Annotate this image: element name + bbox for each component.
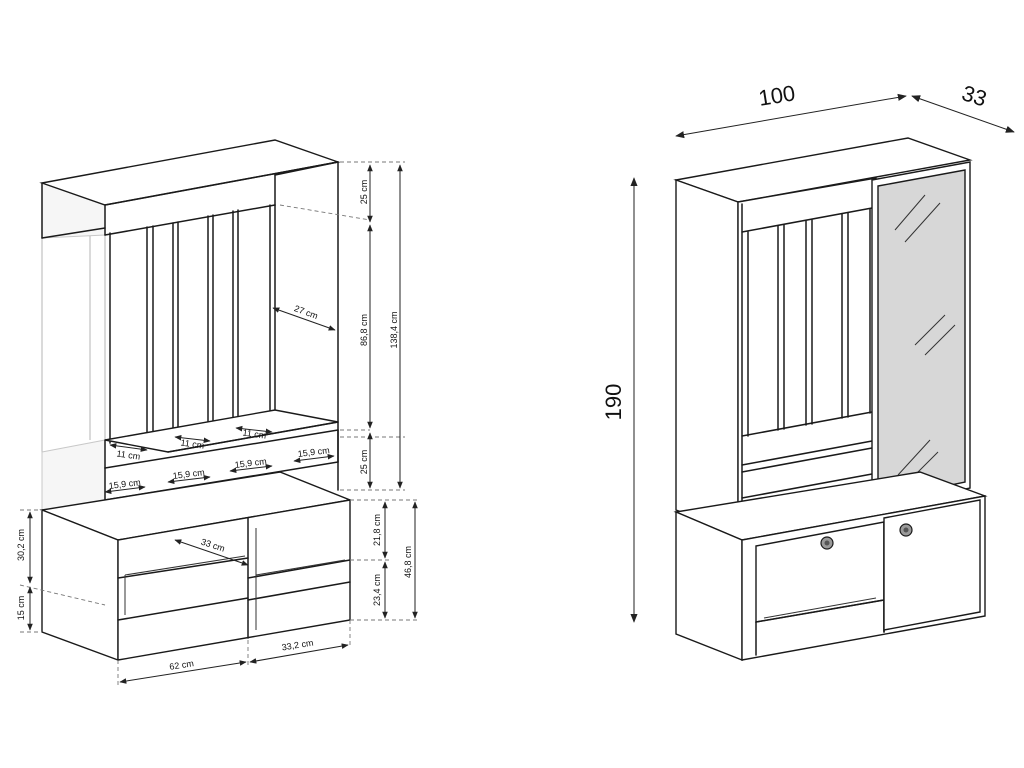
label-cabinet-left-low: 15 cm	[16, 596, 26, 621]
back-slats	[109, 204, 271, 444]
label-bench-1: 15,9 cm	[108, 477, 141, 491]
right-side-panel	[274, 161, 339, 491]
top-box	[39, 139, 341, 239]
label-cabinet-total: 46,8 cm	[403, 546, 413, 578]
label-overall-depth: 33	[959, 80, 990, 111]
label-overall-width: 100	[757, 80, 797, 110]
label-cabinet-right-upper: 21,8 cm	[372, 514, 382, 546]
back-slats-right	[741, 208, 873, 499]
label-lower-top-height: 25 cm	[359, 450, 369, 475]
label-hook-gap-2: 11 cm	[180, 437, 205, 450]
ghost-frame	[41, 182, 161, 511]
label-depth: 27 cm	[293, 303, 319, 321]
right-view: 100 33 190	[601, 80, 1015, 662]
label-cabinet-left-h: 30,2 cm	[16, 529, 26, 561]
label-overall-height: 190	[601, 384, 626, 421]
knobs	[820, 523, 913, 550]
label-top-height: 25 cm	[359, 180, 369, 205]
label-width-left: 62 cm	[169, 658, 195, 672]
knob-icon	[824, 540, 830, 546]
label-cabinet-right-lower: 23,4 cm	[372, 574, 382, 606]
label-hook-gap-3: 11 cm	[242, 427, 267, 440]
label-hook-gap-1: 11 cm	[116, 448, 141, 461]
knob-icon	[903, 527, 909, 533]
label-total-upper: 138,4 cm	[389, 311, 399, 348]
left-view: 25 cm 86,8 cm 138,4 cm 25 cm 27 cm 11 cm…	[16, 139, 420, 685]
overall-dimensions: 100 33 190	[601, 80, 1015, 623]
extension-lines	[19, 161, 420, 685]
label-bench-2: 15,9 cm	[172, 467, 205, 481]
dimension-lines	[27, 164, 418, 684]
label-upper-height: 86,8 cm	[359, 314, 369, 346]
mirror-door	[871, 161, 971, 508]
label-bench-4: 15,9 cm	[297, 445, 330, 459]
label-width-right: 33,2 cm	[281, 638, 314, 653]
label-bench-3: 15,9 cm	[234, 456, 267, 470]
